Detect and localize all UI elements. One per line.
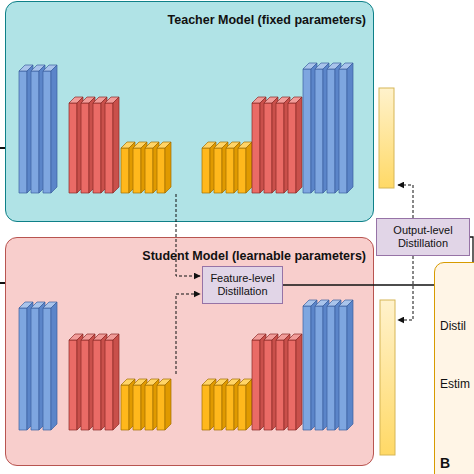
loss-label: B: [440, 455, 450, 471]
feature-slab: [31, 302, 45, 430]
feature-slab: [226, 379, 240, 430]
feature-slab: [31, 65, 45, 193]
teacher-output-bar: [379, 88, 394, 188]
feature-slab: [69, 334, 83, 430]
box-label: Output-level Distillation: [381, 224, 465, 250]
dashed-arrow: [176, 294, 200, 374]
feature-slab: [19, 302, 33, 430]
feature-slab: [81, 334, 95, 430]
feature-slab: [105, 334, 119, 430]
distillation-box: Output-level Distillation: [376, 218, 470, 256]
feature-slab: [327, 63, 341, 193]
feature-slab: [202, 142, 216, 193]
feature-slab: [121, 142, 135, 193]
feature-slab: [315, 63, 329, 193]
feature-map-stacks: [19, 63, 353, 430]
feature-slab: [238, 142, 252, 193]
feature-slab: [81, 97, 95, 193]
feature-slab: [327, 300, 341, 430]
feature-slab: [43, 302, 57, 430]
feature-slab: [276, 334, 290, 430]
connector-line: [470, 237, 473, 262]
dashed-arrow: [176, 194, 200, 276]
panel-title: Teacher Model (fixed parameters): [168, 13, 366, 27]
panel-title: Student Model (learnable parameters): [142, 249, 366, 263]
connector-line: [283, 284, 434, 285]
feature-slab: [264, 334, 278, 430]
dashed-arrow: [398, 185, 413, 218]
feature-slab: [238, 379, 252, 430]
model-panel: Teacher Model (fixed parameters): [5, 1, 374, 222]
student-output-bar: [380, 300, 395, 455]
feature-slab: [145, 379, 159, 430]
input-stub: [0, 147, 5, 149]
feature-slab: [69, 97, 83, 193]
feature-slab: [157, 379, 171, 430]
feature-slab: [252, 97, 266, 193]
feature-slab: [315, 300, 329, 430]
feature-slab: [276, 97, 290, 193]
feature-slab: [93, 97, 107, 193]
feature-slab: [93, 334, 107, 430]
feature-slab: [288, 97, 302, 193]
feature-slab: [133, 379, 147, 430]
feature-slab: [105, 97, 119, 193]
feature-slab: [252, 334, 266, 430]
feature-slab: [43, 65, 57, 193]
loss-label: Estim: [440, 377, 470, 391]
feature-slab: [19, 65, 33, 193]
feature-slab: [214, 379, 228, 430]
loss-panel: DistilEstimB: [434, 262, 474, 474]
dashed-arrow: [398, 256, 413, 320]
feature-slab: [303, 300, 317, 430]
box-label: Feature-level Distillation: [207, 272, 278, 298]
feature-slab: [264, 97, 278, 193]
loss-label: Distil: [440, 319, 466, 333]
feature-slab: [288, 334, 302, 430]
feature-slab: [145, 142, 159, 193]
distillation-box: Feature-level Distillation: [202, 266, 283, 304]
model-panel: Student Model (learnable parameters): [5, 237, 374, 466]
feature-slab: [202, 379, 216, 430]
feature-slab: [339, 63, 353, 193]
feature-slab: [214, 142, 228, 193]
feature-slab: [226, 142, 240, 193]
feature-slab: [133, 142, 147, 193]
feature-slab: [157, 142, 171, 193]
feature-slab: [303, 63, 317, 193]
feature-slab: [121, 379, 135, 430]
input-stub: [0, 282, 5, 284]
feature-slab: [339, 300, 353, 430]
